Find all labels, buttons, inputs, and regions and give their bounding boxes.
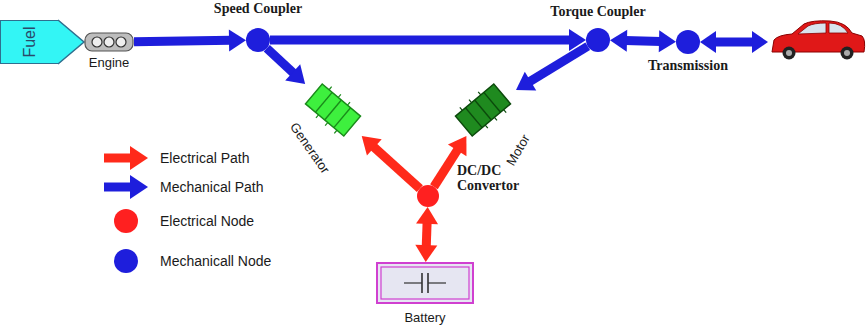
battery-box: Battery bbox=[376, 262, 474, 304]
node-label: Generator bbox=[287, 120, 333, 177]
node-label: Transmission bbox=[648, 58, 728, 73]
node-label: Engine bbox=[89, 55, 129, 70]
node-label: Motor bbox=[503, 132, 533, 168]
generator-box: Generator bbox=[300, 84, 366, 136]
node-circle bbox=[417, 185, 439, 207]
legend-text: Electrical Node bbox=[160, 213, 254, 229]
connector-arrow bbox=[58, 20, 84, 64]
generator-symbol bbox=[300, 84, 366, 136]
connector-arrow bbox=[267, 48, 305, 84]
node-circle bbox=[586, 28, 610, 52]
dcdc-converter-node: DC/DC Convertor bbox=[417, 185, 439, 207]
engine-icon bbox=[84, 32, 134, 52]
drive-link bbox=[700, 31, 768, 53]
node-label: DC/DC Convertor bbox=[457, 163, 541, 193]
transmission-node: Transmission bbox=[676, 30, 700, 54]
node-label: Fuel bbox=[21, 26, 39, 57]
fuel-box: Fuel bbox=[0, 20, 58, 64]
motor-symbol bbox=[450, 84, 516, 136]
torque-coupler-node: Torque Coupler bbox=[586, 28, 610, 52]
legend-samples bbox=[104, 146, 148, 273]
connector-arrow bbox=[134, 29, 246, 51]
node-label: Speed Coupler bbox=[214, 1, 302, 16]
legend-text: Mechanicall Node bbox=[160, 253, 271, 269]
connector-arrow bbox=[516, 46, 588, 90]
speed-coupler-node: Speed Coupler bbox=[246, 28, 270, 52]
legend-text: Electrical Path bbox=[160, 150, 249, 166]
node-circle bbox=[676, 30, 700, 54]
node-circle bbox=[246, 28, 270, 52]
connector-arrow bbox=[270, 29, 586, 51]
motor-box: Motor bbox=[450, 84, 516, 136]
capacitor-symbol bbox=[378, 264, 472, 302]
car-picture bbox=[772, 21, 865, 60]
connector-arrow bbox=[610, 30, 676, 53]
engine-block: Engine bbox=[84, 32, 134, 52]
connector-arrow bbox=[362, 136, 420, 189]
legend-text: Mechanical Path bbox=[160, 179, 264, 195]
node-label: Torque Coupler bbox=[550, 4, 645, 19]
node-label: Battery bbox=[404, 310, 445, 325]
connector-arrow bbox=[415, 207, 438, 262]
